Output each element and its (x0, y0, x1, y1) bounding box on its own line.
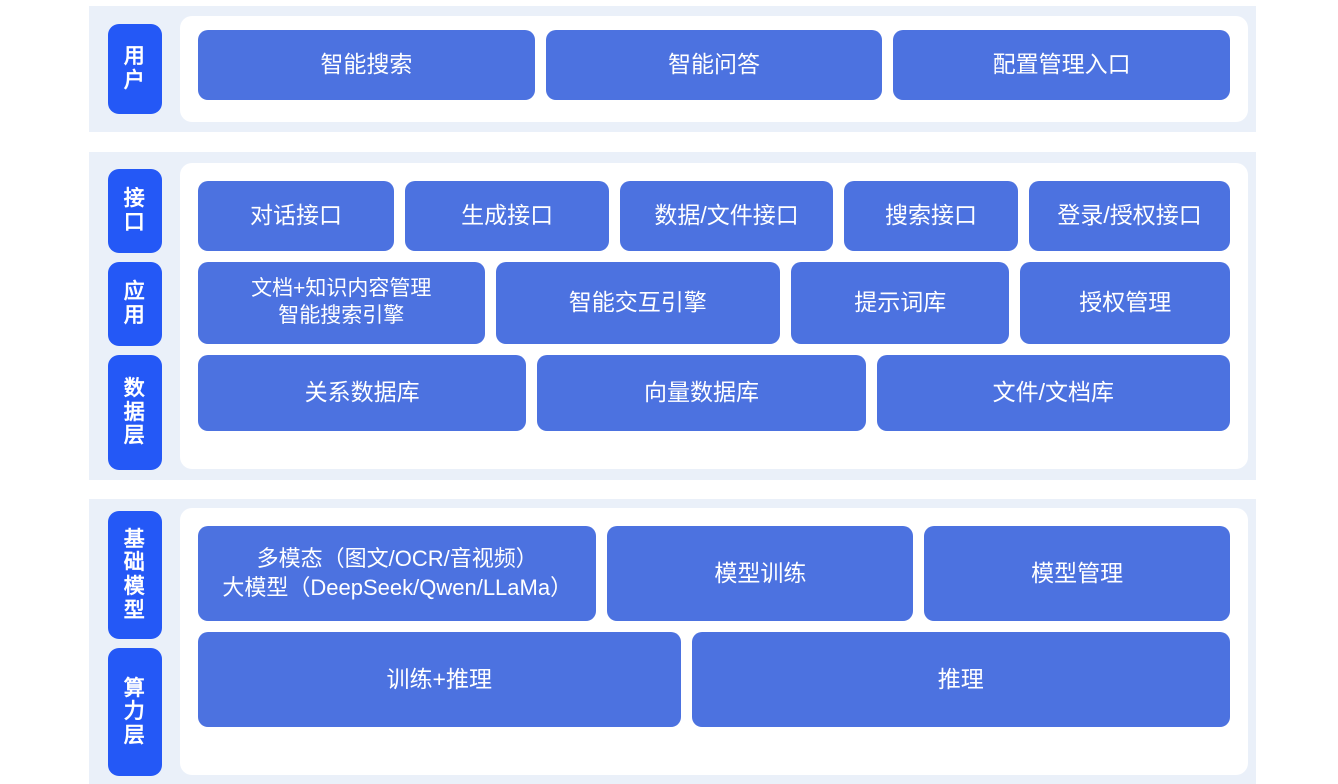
box-model-training[interactable]: 模型训练 (607, 526, 914, 621)
box-file-document-store[interactable]: 文件/文档库 (876, 355, 1231, 431)
box-smart-search[interactable]: 智能搜索 (198, 30, 535, 100)
box-smart-interaction-engine[interactable]: 智能交互引擎 (495, 262, 780, 344)
box-training-and-inference[interactable]: 训练+推理 (198, 632, 681, 727)
row-compute: 训练+推理 推理 (198, 632, 1230, 727)
row-interface: 对话接口 生成接口 数据/文件接口 搜索接口 登录/授权接口 (198, 181, 1231, 251)
box-model-management[interactable]: 模型管理 (924, 526, 1231, 621)
box-knowledge-content-management[interactable]: 文档+知识内容管理 智能搜索引擎 (198, 262, 485, 344)
tag-column-infrastructure: 基础模型 算力层 (89, 499, 180, 784)
box-multimodal-large-model[interactable]: 多模态（图文/OCR/音视频） 大模型（DeepSeek/Qwen/LLaMa） (198, 526, 597, 621)
row-application: 文档+知识内容管理 智能搜索引擎 智能交互引擎 提示词库 授权管理 (198, 262, 1230, 344)
box-prompt-library[interactable]: 提示词库 (791, 262, 1010, 344)
card-user: 智能搜索 智能问答 配置管理入口 (180, 16, 1248, 122)
card-platform: 对话接口 生成接口 数据/文件接口 搜索接口 登录/授权接口 文档+知识内容管理… (180, 163, 1248, 469)
box-config-management-entry[interactable]: 配置管理入口 (893, 30, 1231, 100)
row-user: 智能搜索 智能问答 配置管理入口 (198, 30, 1231, 100)
layer-tag-user-label: 用户 (123, 45, 146, 92)
row-data: 关系数据库 向量数据库 文件/文档库 (198, 355, 1231, 431)
box-login-auth-api[interactable]: 登录/授权接口 (1029, 181, 1231, 251)
layer-tag-data[interactable]: 数据层 (107, 355, 162, 470)
layer-tag-interface-label: 接口 (123, 187, 146, 234)
tag-column-user: 用户 (89, 6, 180, 132)
box-vector-database[interactable]: 向量数据库 (537, 355, 866, 431)
section-platform: 接口 应用 数据层 对话接口 生成接口 数据/文件接口 搜索接口 登录/授权接口… (89, 152, 1256, 480)
layer-tag-base-model[interactable]: 基础模型 (107, 511, 162, 639)
section-infrastructure: 基础模型 算力层 多模态（图文/OCR/音视频） 大模型（DeepSeek/Qw… (89, 499, 1256, 784)
box-authorization-management[interactable]: 授权管理 (1020, 262, 1230, 344)
layer-tag-data-label: 数据层 (123, 377, 146, 448)
box-data-file-api[interactable]: 数据/文件接口 (620, 181, 833, 251)
layer-tag-application[interactable]: 应用 (107, 262, 162, 346)
layer-tag-interface[interactable]: 接口 (107, 169, 162, 253)
layer-tag-compute-label: 算力层 (123, 676, 146, 747)
box-smart-qa[interactable]: 智能问答 (545, 30, 883, 100)
box-search-api[interactable]: 搜索接口 (843, 181, 1019, 251)
box-inference[interactable]: 推理 (691, 632, 1230, 727)
card-infrastructure: 多模态（图文/OCR/音视频） 大模型（DeepSeek/Qwen/LLaMa）… (180, 508, 1248, 775)
layer-tag-compute[interactable]: 算力层 (107, 648, 162, 776)
box-relational-database[interactable]: 关系数据库 (198, 355, 527, 431)
layer-tag-application-label: 应用 (123, 280, 146, 327)
layer-tag-base-model-label: 基础模型 (123, 527, 146, 622)
box-generation-api[interactable]: 生成接口 (404, 181, 610, 251)
section-user: 用户 智能搜索 智能问答 配置管理入口 (89, 6, 1256, 132)
row-base-model: 多模态（图文/OCR/音视频） 大模型（DeepSeek/Qwen/LLaMa）… (198, 526, 1231, 621)
tag-column-platform: 接口 应用 数据层 (89, 152, 180, 480)
layer-tag-user[interactable]: 用户 (107, 24, 162, 114)
box-dialog-api[interactable]: 对话接口 (198, 181, 394, 251)
